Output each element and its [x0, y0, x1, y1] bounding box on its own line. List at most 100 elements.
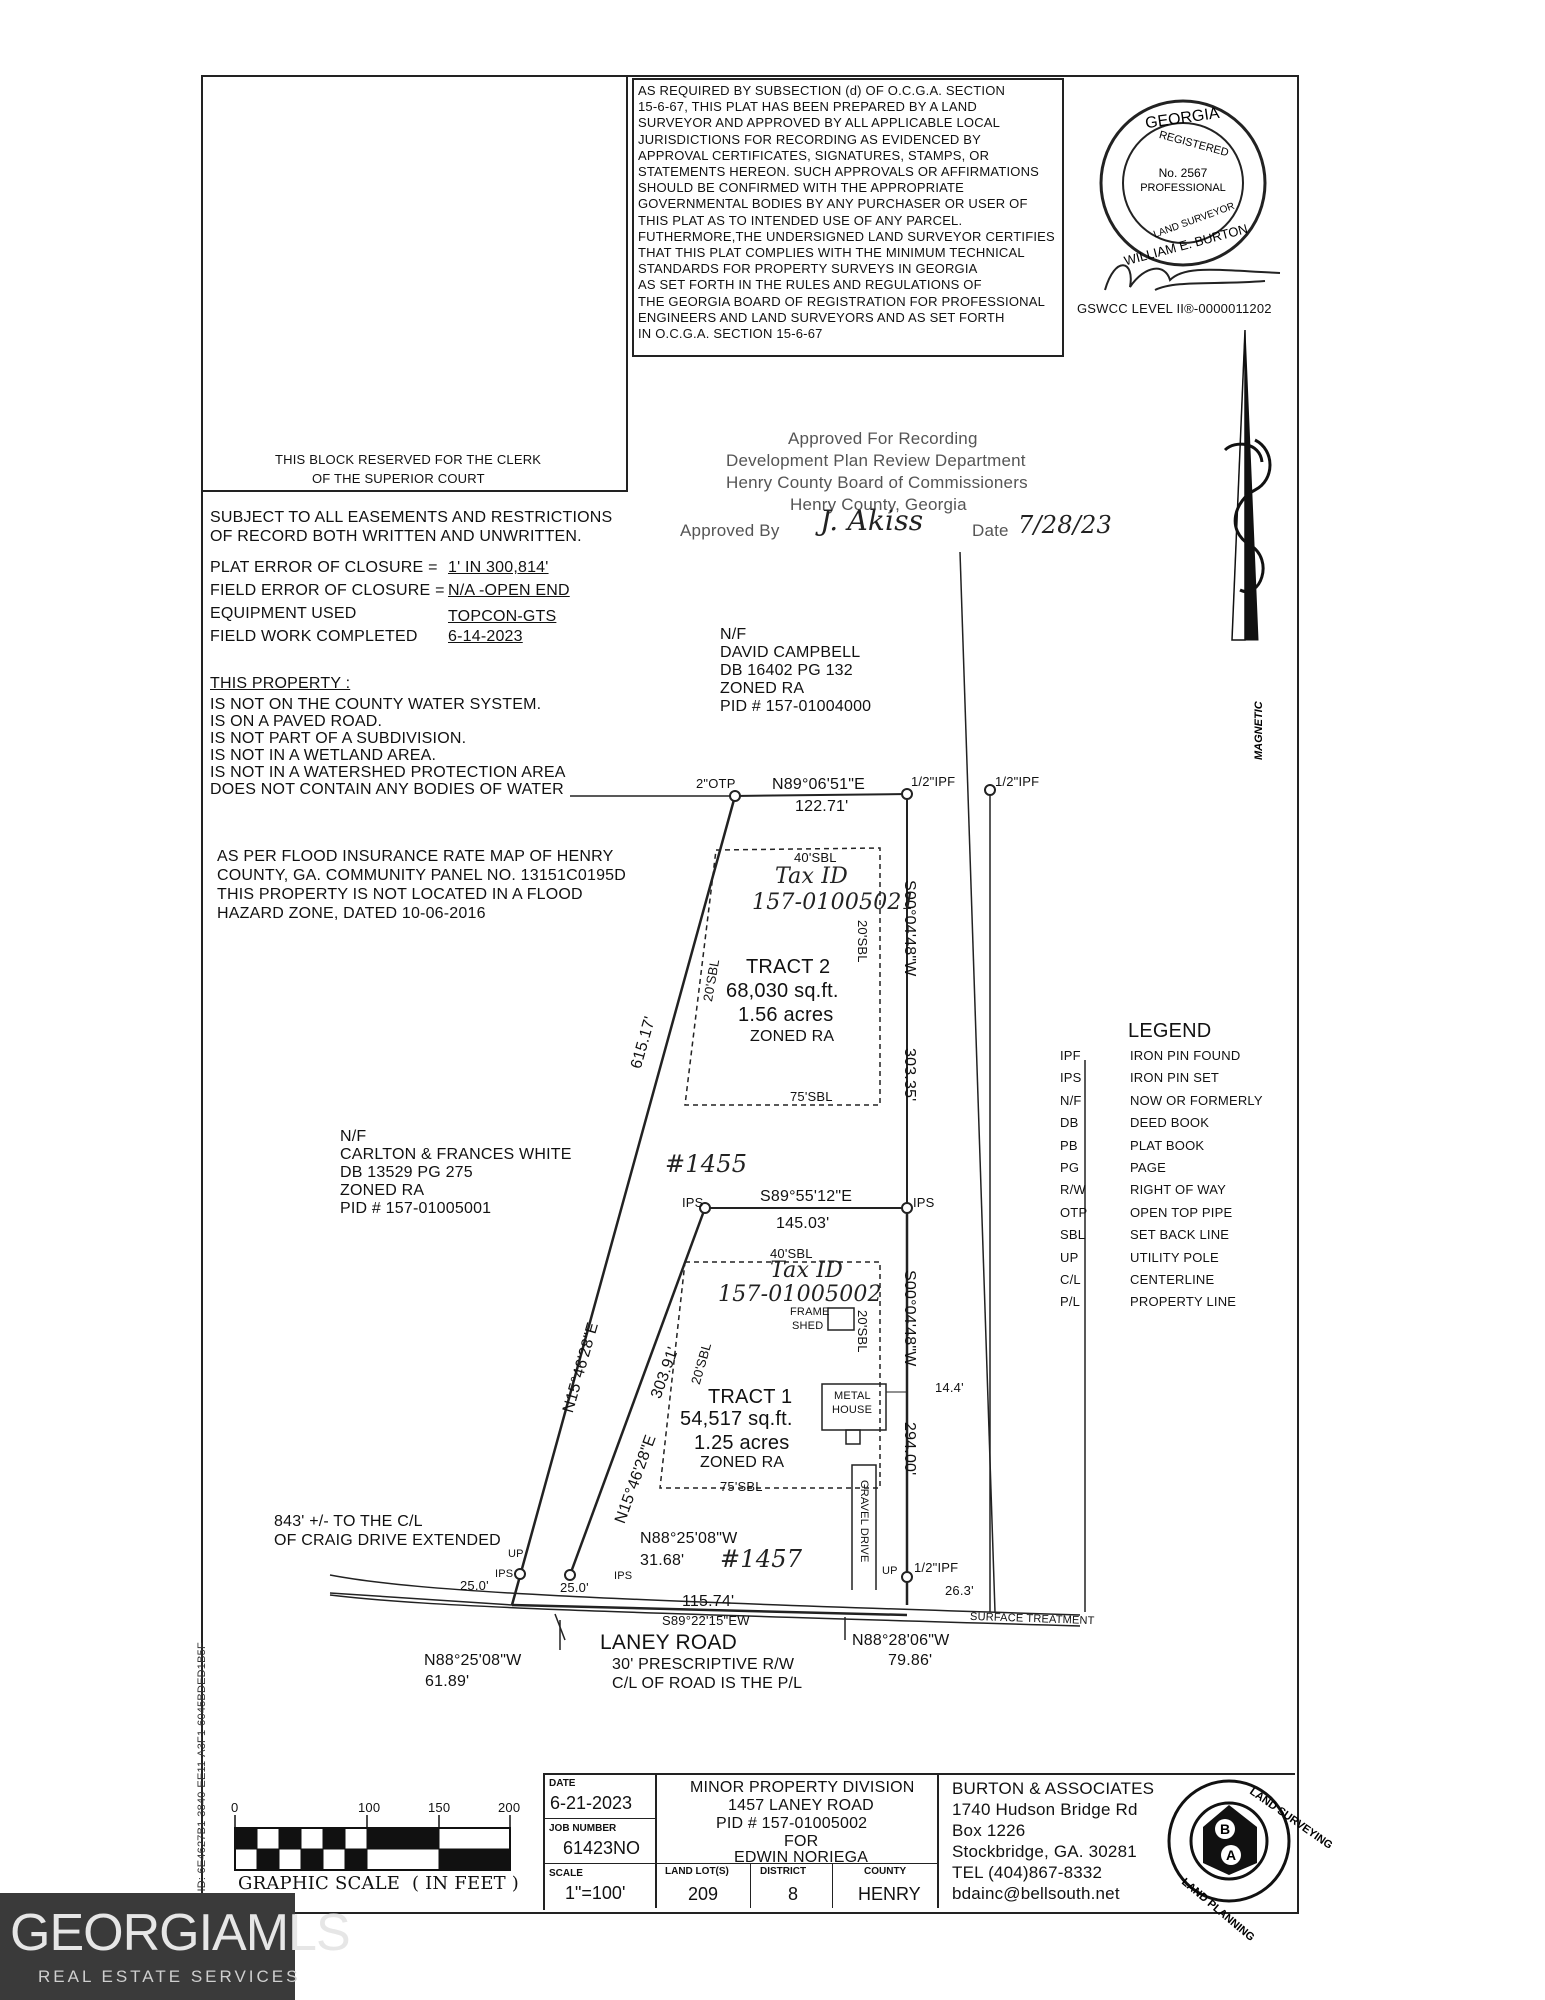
north-bearing: N89°06'51"E: [772, 776, 865, 793]
certification-line: SHOULD BE CONFIRMED WITH THE APPROPRIATE: [638, 180, 965, 196]
county-label: COUNTY: [864, 1866, 907, 1877]
scale-label: SCALE: [549, 1868, 583, 1879]
sbl-40-top: 40'SBL: [794, 850, 837, 865]
ipf-label-2: 1/2"IPF: [995, 774, 1040, 789]
legend-description: UTILITY POLE: [1130, 1249, 1219, 1265]
scale-tick-0: 0: [231, 1800, 239, 1815]
job-cell: JOB NUMBER 61423NO: [545, 1820, 655, 1863]
firm-logo: B A LAND SURVEYING LAND PLANNING: [1167, 1779, 1335, 1944]
legend-abbr: IPS: [1060, 1070, 1082, 1086]
gswcc-level: GSWCC LEVEL II®-0000011202: [1077, 301, 1272, 316]
certification-line: AS SET FORTH IN THE RULES AND REGULATION…: [638, 277, 982, 293]
legend-description: IRON PIN FOUND: [1130, 1048, 1241, 1063]
title-block-vline-1: [750, 1863, 751, 1908]
fieldwork-label: FIELD WORK COMPLETED: [210, 628, 418, 645]
firm-email: bdainc@bellsouth.net: [952, 1884, 1120, 1903]
land-lot-label: LAND LOT(S): [665, 1866, 729, 1877]
tract2-zone: ZONED RA: [750, 1028, 835, 1045]
scale-tick-100: 100: [358, 1800, 381, 1815]
certification-line: ENGINEERS AND LAND SURVEYORS AND AS SET …: [638, 309, 1005, 325]
legend-abbr: N/F: [1060, 1092, 1082, 1108]
road-name: LANEY ROAD: [600, 1631, 737, 1654]
legend-abbr: C/L: [1060, 1272, 1081, 1287]
certification-line: GOVERNMENTAL BODIES BY ANY PURCHASER OR …: [638, 196, 1028, 212]
property-note-line: DOES NOT CONTAIN ANY BODIES OF WATER: [210, 781, 564, 798]
legend-abbr: UP: [1060, 1249, 1079, 1265]
seal-number: No. 2567: [1159, 166, 1208, 180]
house-setback-dim: 14.4': [935, 1380, 964, 1395]
neighbor-north-line: DAVID CAMPBELL: [720, 644, 861, 661]
legend-abbr: R/W: [1060, 1182, 1086, 1198]
ips-label-west: IPS: [682, 1195, 704, 1210]
legend-description: PLAT BOOK: [1130, 1137, 1205, 1153]
graphic-scale-label: GRAPHIC SCALE ( IN FEET ): [238, 1873, 520, 1894]
legend-description: OPEN TOP PIPE: [1130, 1204, 1233, 1220]
road-rw: 30' PRESCRIPTIVE R/W: [612, 1656, 795, 1673]
neighbor-west-line: PID # 157-01005001: [340, 1200, 492, 1217]
certification-line: 15-6-67, THIS PLAT HAS BEEN PREPARED BY …: [638, 99, 977, 115]
plat-error-value: 1' IN 300,814': [448, 559, 549, 576]
certification-box: [632, 78, 1064, 357]
legend-description: NOW OR FORMERLY: [1130, 1092, 1263, 1108]
date-cell: DATE 6-21-2023: [545, 1775, 655, 1818]
equipment-label: EQUIPMENT USED: [210, 605, 357, 622]
georgiamls-watermark: GEORGIAMLS REAL ESTATE SERVICES: [0, 1893, 351, 2000]
legend-abbr: OTP: [1060, 1204, 1088, 1220]
legend-description: RIGHT OF WAY: [1130, 1182, 1227, 1198]
stamp-signature: J. Akiss: [820, 504, 924, 537]
watermark-sub: REAL ESTATE SERVICES: [38, 1967, 301, 1986]
ips-label-east: IPS: [913, 1195, 935, 1210]
county-value: HENRY: [858, 1884, 921, 1904]
note-easements-1: SUBJECT TO ALL EASEMENTS AND RESTRICTION…: [210, 509, 613, 526]
ipf-label-1: 1/2"IPF: [911, 774, 956, 789]
date-label: DATE: [549, 1778, 576, 1789]
seal-professional: PROFESSIONAL: [1140, 182, 1226, 194]
neighbor-north-line: DB 16402 PG 132: [720, 662, 853, 679]
tract1-number: #1457: [720, 1545, 803, 1573]
land-lot-value: 209: [688, 1884, 719, 1904]
tract1-acres: 1.25 acres: [694, 1432, 790, 1454]
scale-value: 1"=100': [565, 1883, 626, 1903]
mid-distance: 145.03': [776, 1215, 830, 1232]
road-distance-br: 79.86': [888, 1652, 933, 1669]
certification-line: THIS PLAT AS TO INTENDED USE OF ANY PARC…: [638, 212, 963, 228]
road-distance-1: 31.68': [640, 1552, 685, 1569]
neighbor-north-line: PID # 157-01004000: [720, 698, 872, 715]
district-value: 8: [788, 1884, 799, 1904]
tract2-number: #1455: [665, 1150, 748, 1178]
legend-abbr: SBL: [1060, 1227, 1086, 1243]
legend-description: PROPERTY LINE: [1130, 1294, 1237, 1310]
legend-abbr: IPF: [1060, 1048, 1081, 1063]
title-block-divider-1: [655, 1773, 657, 1908]
road-26-east: 26.3': [945, 1583, 974, 1598]
certification-line: APPROVAL CERTIFICATES, SIGNATURES, STAMP…: [638, 147, 990, 163]
firm-address-1: 1740 Hudson Bridge Rd: [952, 1800, 1138, 1819]
field-error-value: N/A -OPEN END: [448, 582, 570, 599]
property-note-line: IS ON A PAVED ROAD.: [210, 713, 383, 730]
title-block-divider-2: [937, 1773, 939, 1908]
otp-label: 2"OTP: [696, 776, 736, 791]
neighbor-west-line: DB 13529 PG 275: [340, 1164, 473, 1181]
craig-drive-dist-1: 843' +/- TO THE C/L: [274, 1513, 423, 1530]
legend-abbr: P/L: [1060, 1294, 1081, 1310]
logo-letter-b: B: [1220, 1821, 1230, 1837]
legend-abbr: DB: [1060, 1115, 1079, 1131]
scale-tick-200: 200: [498, 1800, 521, 1815]
plat-error-label: PLAT ERROR OF CLOSURE =: [210, 559, 438, 576]
property-note-line: IS NOT IN A WATERSHED PROTECTION AREA: [210, 764, 566, 781]
title-block-hline-3: [655, 1863, 938, 1864]
neighbor-west-line: N/F: [340, 1128, 367, 1145]
neighbor-west-line: ZONED RA: [340, 1182, 425, 1199]
east-distance-top: 303.35': [901, 1048, 918, 1102]
title-block-vline-2: [832, 1863, 833, 1908]
document-side-id: ign ID: 6E4627B1-3840-EE11-A3F1-6045BDED…: [196, 1642, 208, 1910]
field-error-label: FIELD ERROR OF CLOSURE =: [210, 582, 445, 599]
east-distance-bottom: 294.00': [901, 1422, 918, 1476]
certification-line: THE GEORGIA BOARD OF REGISTRATION FOR PR…: [638, 293, 1046, 309]
mid-bearing: S89°55'12"E: [760, 1188, 853, 1205]
road-bearing-br: N88°28'06"W: [852, 1632, 950, 1649]
stamp-line-2: Development Plan Review Department: [726, 451, 1026, 470]
certification-line: IN O.C.G.A. SECTION 15-6-67: [638, 326, 823, 341]
surveyor-seal: GEORGIA REGISTERED No. 2567 PROFESSIONAL…: [1099, 99, 1281, 291]
utility-pole-west: UP: [508, 1548, 524, 1560]
